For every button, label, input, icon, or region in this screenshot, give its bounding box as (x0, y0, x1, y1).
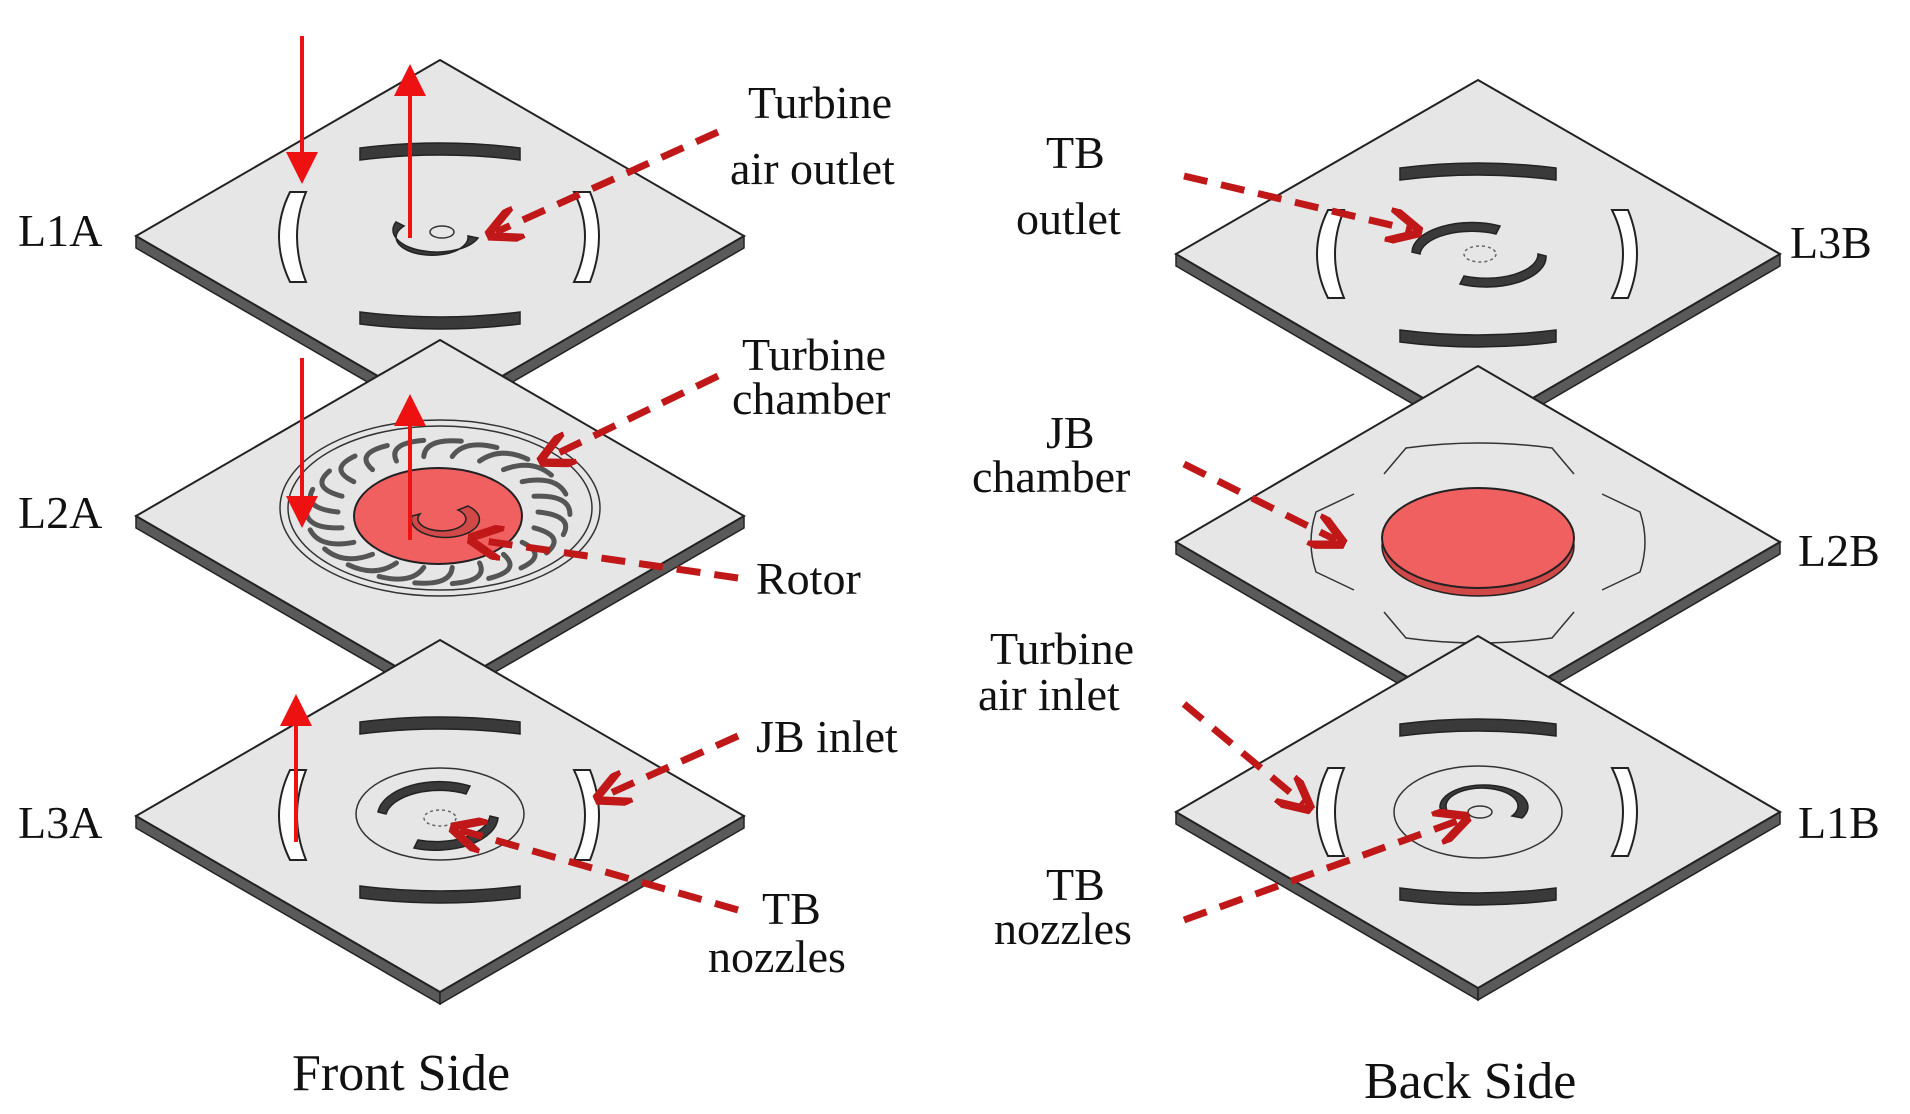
callout-arrow-turbine-chamber (548, 372, 720, 458)
callout-jb-chamber-line2: chamber (972, 451, 1130, 502)
callout-arrow-turbine-air-inlet (1181, 701, 1304, 804)
turbine-blade (449, 560, 484, 587)
jb-chamber-disk (1381, 487, 1575, 589)
turbine-blade (345, 560, 399, 574)
turbine-blade (338, 453, 358, 485)
plate-l3b (1174, 78, 1782, 444)
turbine-blade (376, 564, 427, 582)
callout-arrow-tb-nozzles-front (460, 830, 739, 914)
turbine-blade (319, 468, 345, 499)
layer-label-l2a: L2A (18, 487, 102, 538)
plate-l1b (1174, 634, 1782, 1002)
callout-tb-nozzles-front-line2: nozzles (708, 931, 846, 982)
layer-label-l3a: L3A (18, 797, 102, 848)
caption-back-side: Back Side (1364, 1053, 1576, 1110)
callout-rotor: Rotor (756, 553, 861, 604)
callout-turbine-chamber-line2: chamber (732, 373, 890, 424)
callout-tb-nozzles-back-line2: nozzles (994, 903, 1132, 954)
turbine-blade (477, 450, 531, 464)
turbine-blade (518, 539, 538, 571)
turbine-blade (449, 442, 500, 460)
turbine-blade (363, 443, 390, 473)
callout-jb-inlet: JB inlet (756, 711, 898, 762)
callout-arrow-tb-nozzles-back (1182, 820, 1460, 924)
turbine-blade (412, 564, 455, 586)
callout-jb-chamber-line1: JB (1046, 407, 1095, 458)
plate-l1a (134, 58, 746, 426)
turbine-blade (531, 493, 573, 517)
plate-l2b (1174, 364, 1782, 732)
callout-tb-outlet-line2: outlet (1016, 193, 1121, 244)
callout-tb-nozzles-front-line1: TB (762, 883, 821, 934)
callout-turbine-air-inlet-line1: Turbine (990, 623, 1134, 674)
callout-turbine-air-outlet-line1: Turbine (748, 77, 892, 128)
turbine-blade (307, 527, 357, 547)
callout-turbine-air-outlet-line2: air outlet (730, 143, 895, 194)
layer-label-l3b: L3B (1790, 217, 1872, 268)
layer-label-l1a: L1A (18, 205, 102, 256)
layer-label-l1b: L1B (1798, 797, 1880, 848)
callout-arrow-turbine-air-outlet (496, 128, 720, 232)
caption-front-side: Front Side (292, 1045, 510, 1102)
callout-tb-outlet-line1: TB (1046, 127, 1105, 178)
callout-arrow-jb-inlet (604, 732, 740, 796)
turbine-blade (421, 438, 464, 460)
turbine-blade (322, 546, 376, 562)
callout-turbine-air-inlet-line2: air inlet (978, 669, 1120, 720)
turbine-blade (500, 462, 554, 478)
layer-label-l2b: L2B (1798, 525, 1880, 576)
callout-arrow-tb-outlet (1183, 172, 1412, 230)
turbine-blade (392, 437, 427, 464)
callout-turbine-chamber-line1: Turbine (742, 329, 886, 380)
callout-tb-nozzles-back-line1: TB (1046, 859, 1105, 910)
turbine-chamber-outline (279, 419, 601, 597)
turbine-blade (486, 551, 513, 581)
rotor-disk (353, 467, 523, 565)
turbine-blade (519, 477, 569, 497)
callout-arrow-jb-chamber (1182, 460, 1336, 540)
turbine-blade (535, 509, 569, 538)
callout-arrow-rotor (478, 540, 739, 582)
plate-l3a (134, 638, 746, 1006)
